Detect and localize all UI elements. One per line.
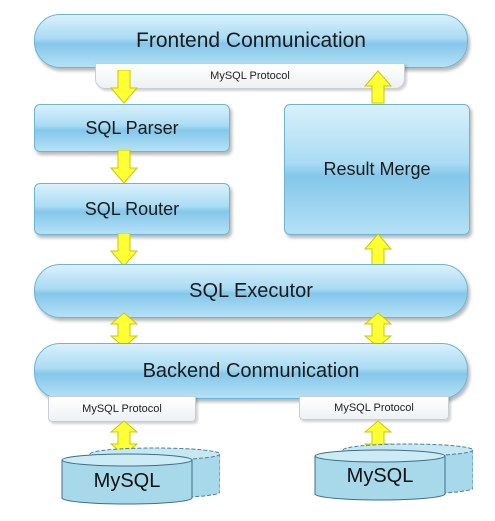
database-left-label: MySQL bbox=[93, 470, 161, 492]
frontend-protocol-bar: MySQL Protocol bbox=[95, 63, 405, 89]
arrow-up-icon bbox=[364, 233, 392, 267]
arrow-down-icon bbox=[110, 233, 138, 267]
sql-router-label: SQL Router bbox=[84, 198, 180, 219]
frontend-communication-box: Frontend Conmunication bbox=[34, 14, 468, 68]
database-right-label: MySQL bbox=[346, 465, 414, 487]
backend-protocol-right-bar: MySQL Protocol bbox=[299, 396, 449, 420]
backend-communication-box: Backend Conmunication bbox=[34, 343, 468, 399]
result-merge-box: Result Merge bbox=[284, 104, 470, 235]
sql-parser-box: SQL Parser bbox=[34, 104, 230, 152]
sql-router-box: SQL Router bbox=[34, 183, 230, 235]
backend-communication-label: Backend Conmunication bbox=[142, 359, 360, 382]
backend-protocol-left-label: MySQL Protocol bbox=[82, 403, 162, 415]
database-icon bbox=[314, 443, 473, 501]
sql-executor-label: SQL Executor bbox=[189, 279, 313, 302]
frontend-communication-label: Frontend Conmunication bbox=[136, 29, 366, 52]
frontend-protocol-label: MySQL Protocol bbox=[210, 70, 290, 82]
sql-executor-box: SQL Executor bbox=[34, 264, 468, 318]
backend-protocol-right-label: MySQL Protocol bbox=[334, 402, 414, 414]
arrow-down-icon bbox=[110, 70, 138, 104]
arrow-up-icon bbox=[364, 70, 392, 104]
result-merge-label: Result Merge bbox=[323, 159, 431, 179]
database-right: MySQL bbox=[313, 442, 473, 502]
backend-protocol-left-bar: MySQL Protocol bbox=[48, 396, 196, 422]
database-icon bbox=[61, 447, 220, 505]
arrow-down-icon bbox=[110, 150, 138, 184]
database-left: MySQL bbox=[60, 446, 220, 506]
sql-parser-label: SQL Parser bbox=[85, 117, 179, 138]
